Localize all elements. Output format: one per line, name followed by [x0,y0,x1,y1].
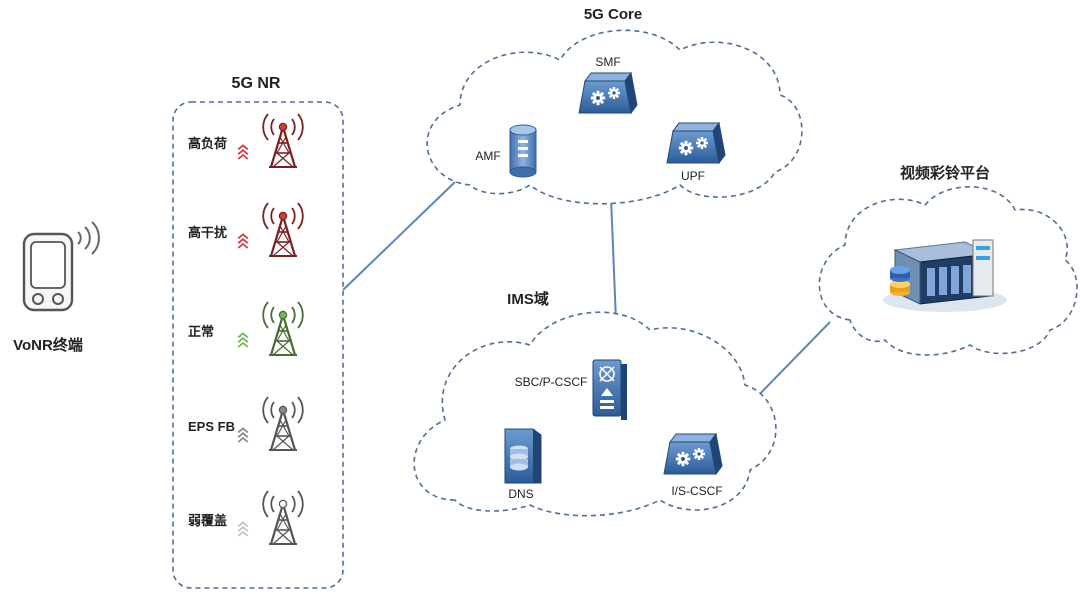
dns-node[interactable]: DNS [504,428,542,501]
chevron-up-icon [237,144,249,160]
nr-item-eps-fb[interactable]: EPS FB [188,395,304,452]
server-rack-icon[interactable] [883,239,1007,312]
sbc-pcscf-label: SBC/P-CSCF [515,375,588,389]
nr-panel-border [172,101,344,589]
sbc-device-icon [592,359,627,420]
nr-item-weak-coverage[interactable]: 弱覆盖 [188,489,304,546]
chevron-up-icon [237,427,249,443]
tower-status-dot [278,211,288,221]
link-nr-core [342,181,456,291]
dns-server-icon [504,428,542,484]
smf-icon [579,73,637,113]
nr-item-label: 弱覆盖 [188,513,227,528]
iscscf-node[interactable]: I/S-CSCF [664,434,723,498]
platform-title: 视频彩铃平台 [900,164,990,182]
amf-node[interactable]: AMF [475,124,537,178]
cell-tower-icon [262,201,304,258]
nr-item-label: 高负荷 [188,136,227,151]
smf-label: SMF [595,55,620,69]
upf-node[interactable]: UPF [667,123,725,183]
iscscf-label: I/S-CSCF [671,484,722,498]
nr-item-label: EPS FB [188,419,235,434]
tower-status-dot [278,310,288,320]
amf-database-icon [509,124,537,178]
platform-cloud: 视频彩铃平台 [818,164,1078,356]
tower-status-dot [278,122,288,132]
cell-tower-icon [262,489,304,546]
dns-label: DNS [508,487,533,501]
link-ims-platform [749,321,831,405]
nr-item-label: 正常 [188,324,214,339]
upf-label: UPF [681,169,705,183]
nr-item-label: 高干扰 [188,225,227,240]
phone-icon [22,221,100,312]
amf-label: AMF [475,149,500,163]
nr-item-high-load[interactable]: 高负荷 [188,112,304,169]
core-title: 5G Core [584,6,642,23]
cell-tower-icon [262,300,304,357]
nr-item-high-interference[interactable]: 高干扰 [188,201,304,258]
iscscf-icon [664,434,722,474]
terminal-label: VoNR终端 [13,336,83,354]
chevron-up-icon [237,332,249,348]
vonr-terminal[interactable]: VoNR终端 [13,221,100,354]
nr-item-normal[interactable]: 正常 [188,300,304,357]
ims-title: IMS域 [507,290,549,308]
cell-tower-icon [262,112,304,169]
smf-node[interactable]: SMF [579,55,637,113]
nr-title: 5G NR [232,75,281,92]
sbc-pcscf-node[interactable]: SBC/P-CSCF [515,359,627,420]
upf-icon [667,123,725,163]
tower-status-dot [278,499,288,509]
tower-status-dot [278,405,288,415]
cell-tower-icon [262,395,304,452]
chevron-up-icon [237,233,249,249]
chevron-up-icon [237,521,249,537]
